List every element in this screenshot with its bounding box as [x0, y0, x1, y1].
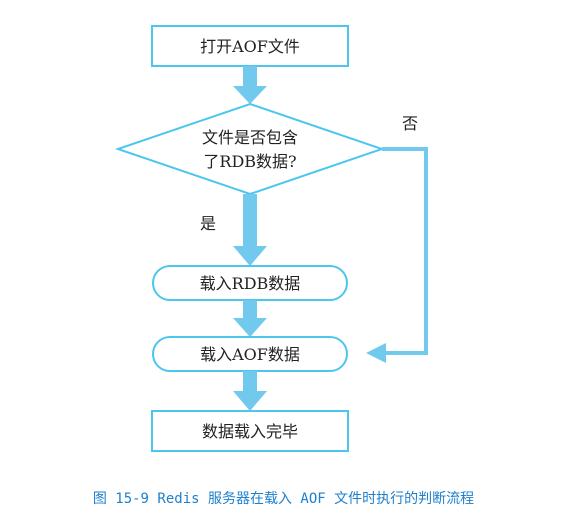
arrow-load-aof-to-end — [233, 371, 267, 411]
no-label: 否 — [402, 114, 418, 133]
start-label: 打开AOF文件 — [200, 37, 300, 56]
figure-caption: 图 15-9 Redis 服务器在载入 AOF 文件时执行的判断流程 — [92, 491, 475, 507]
load-aof-label: 载入AOF数据 — [200, 345, 300, 364]
arrow-load-rdb-to-load-aof — [233, 300, 267, 337]
load-rdb-label: 载入RDB数据 — [200, 274, 301, 293]
decision-label-line1: 文件是否包含 — [202, 128, 298, 147]
start-box — [151, 25, 349, 67]
arrow-decision-to-load-rdb — [233, 194, 267, 266]
arrow-no-branch — [366, 147, 428, 363]
arrow-start-to-decision — [233, 66, 267, 104]
end-box — [151, 410, 349, 452]
end-label: 数据载入完毕 — [202, 422, 298, 441]
decision-diamond — [114, 102, 386, 196]
yes-label: 是 — [200, 214, 216, 233]
decision-label-line2: 了RDB数据? — [203, 152, 296, 171]
